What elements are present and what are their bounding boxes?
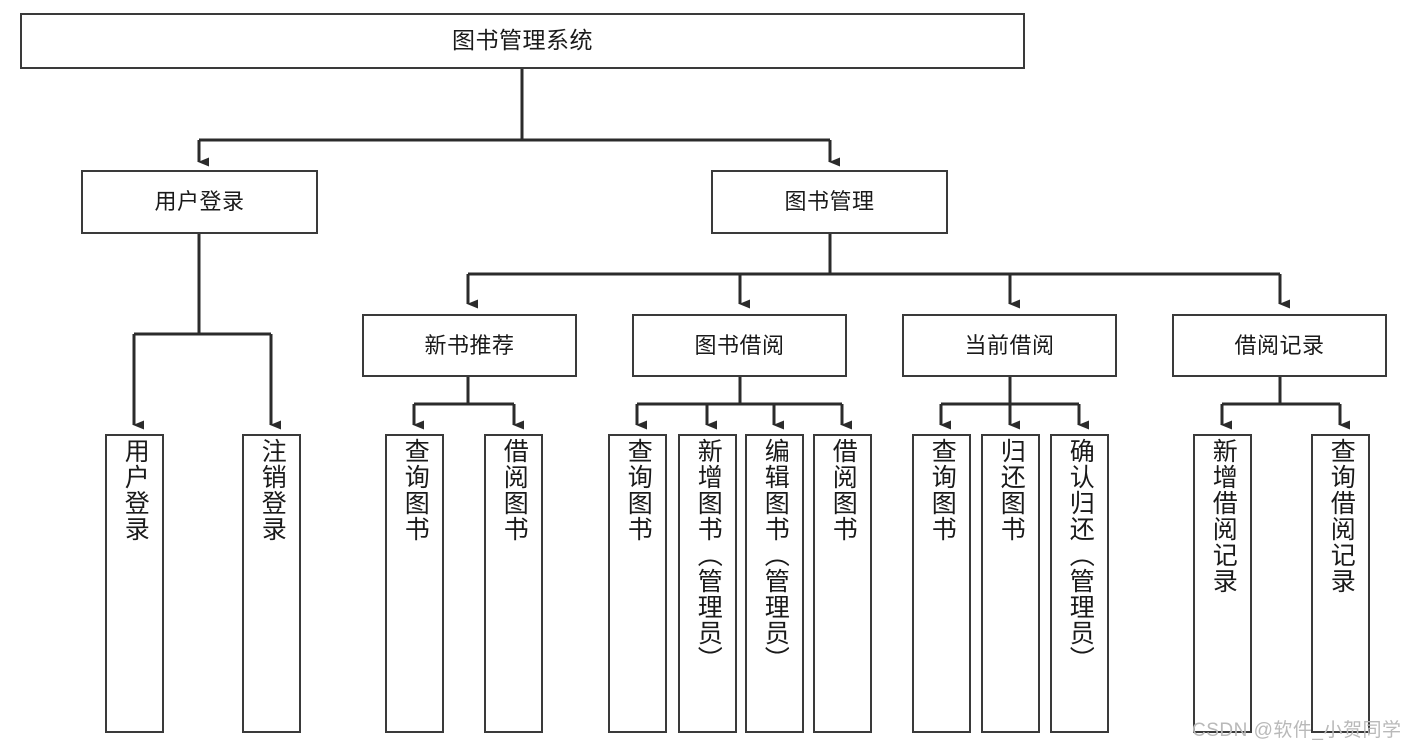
leaf-borrow-book[interactable]: 借阅图书	[813, 434, 872, 733]
node-root-label: 图书管理系统	[452, 27, 593, 54]
leaf-borrow-book-recommend[interactable]: 借阅图书	[484, 434, 543, 733]
leaf-query-book-current[interactable]: 查询图书	[912, 434, 971, 733]
node-new-book-recommend-label: 新书推荐	[424, 332, 515, 358]
leaf-add-book-admin-label: 新增图书（管理员）	[694, 438, 723, 672]
leaf-user-logout[interactable]: 注销登录	[242, 434, 301, 733]
leaf-return-book-label: 归还图书	[997, 438, 1026, 542]
leaf-query-book-borrow-label: 查询图书	[624, 438, 653, 542]
leaf-user-logout-label: 注销登录	[258, 438, 287, 542]
node-borrow-record-label: 借阅记录	[1234, 332, 1325, 358]
leaf-return-book[interactable]: 归还图书	[981, 434, 1040, 733]
node-book-manage-label: 图书管理	[784, 189, 875, 215]
node-current-borrow-label: 当前借阅	[964, 332, 1055, 358]
leaf-add-borrow-record[interactable]: 新增借阅记录	[1193, 434, 1252, 733]
csdn-watermark: CSDN @软件_小贺同学	[1192, 720, 1402, 741]
node-borrow-record[interactable]: 借阅记录	[1172, 314, 1387, 377]
leaf-edit-book-admin-label: 编辑图书（管理员）	[761, 438, 790, 672]
node-new-book-recommend[interactable]: 新书推荐	[362, 314, 577, 377]
node-book-manage[interactable]: 图书管理	[711, 170, 948, 234]
leaf-add-borrow-record-label: 新增借阅记录	[1209, 438, 1238, 594]
leaf-add-book-admin[interactable]: 新增图书（管理员）	[678, 434, 737, 733]
node-user-login[interactable]: 用户登录	[81, 170, 318, 234]
leaf-borrow-book-label: 借阅图书	[829, 438, 858, 542]
leaf-confirm-return-admin[interactable]: 确认归还（管理员）	[1050, 434, 1109, 733]
leaf-borrow-book-recommend-label: 借阅图书	[500, 438, 529, 542]
leaf-query-book-borrow[interactable]: 查询图书	[608, 434, 667, 733]
node-book-borrow-label: 图书借阅	[694, 332, 785, 358]
leaf-query-borrow-record[interactable]: 查询借阅记录	[1311, 434, 1370, 733]
leaf-edit-book-admin[interactable]: 编辑图书（管理员）	[745, 434, 804, 733]
node-current-borrow[interactable]: 当前借阅	[902, 314, 1117, 377]
leaf-confirm-return-admin-label: 确认归还（管理员）	[1066, 438, 1095, 672]
node-user-login-label: 用户登录	[154, 189, 245, 215]
leaf-query-book-current-label: 查询图书	[928, 438, 957, 542]
leaf-query-book-recommend-label: 查询图书	[401, 438, 430, 542]
leaf-query-book-recommend[interactable]: 查询图书	[385, 434, 444, 733]
node-root[interactable]: 图书管理系统	[20, 13, 1025, 69]
leaf-user-login[interactable]: 用户登录	[105, 434, 164, 733]
leaf-user-login-label: 用户登录	[121, 438, 150, 542]
leaf-query-borrow-record-label: 查询借阅记录	[1327, 438, 1356, 594]
node-book-borrow[interactable]: 图书借阅	[632, 314, 847, 377]
